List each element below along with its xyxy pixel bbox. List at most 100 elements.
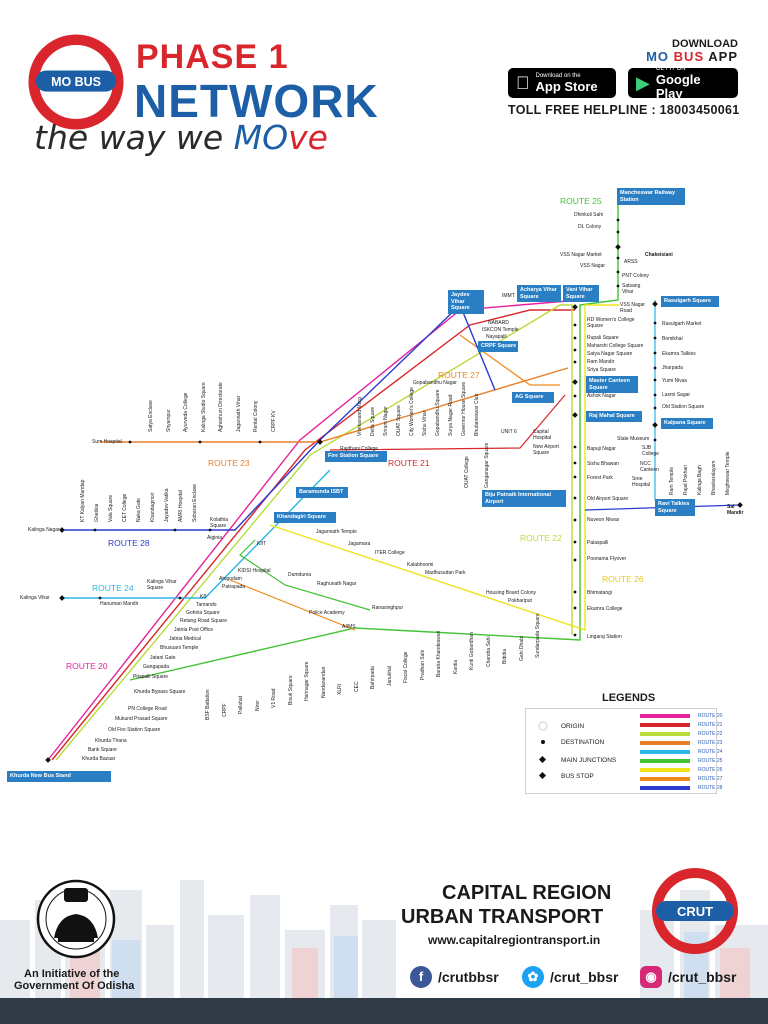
vertical-stop-label: OUAT College (464, 456, 470, 488)
vertical-stop-label: Gahi Dhabi (518, 636, 525, 662)
mo-bus-logo: MO BUS (28, 34, 124, 130)
stop-jharpada: Jharpada (662, 365, 683, 371)
initiative-line2: Government Of Odisha (14, 980, 135, 992)
tagline-ve: ve (288, 118, 328, 157)
stop-aiginia: Aiginia (207, 535, 223, 541)
stop-ashok: Ashok Nagar (587, 393, 616, 399)
legend-route-name: ROUTE 26 (698, 767, 723, 773)
route-21-branch (329, 394, 566, 451)
vertical-stop-label: Kantia (452, 659, 459, 674)
vertical-stop-label: XLRI (337, 684, 343, 696)
vertical-stop-label: Gopabandhu Square (435, 389, 441, 436)
legend-route-name: ROUTE 24 (698, 749, 723, 755)
legend-route-swatch (640, 759, 690, 763)
twitter-icon: ✿ (522, 966, 544, 988)
twitter-link[interactable]: ✿ /crut_bbsr (522, 966, 618, 988)
odisha-emblem (36, 879, 116, 959)
stop-aiims: AIIMS (342, 624, 356, 630)
biju-airport-box[interactable]: Biju Patnaik International Airport (482, 490, 566, 507)
instagram-link[interactable]: ◉ /crut_bbsr (640, 966, 736, 988)
stop-tamando: Tamando (196, 602, 217, 608)
stop-sum-hospital: Sum Hospital (92, 439, 122, 445)
stop-unit6: UNIT 6 (501, 429, 517, 435)
vertical-stop-label: Vivekanand Marg (357, 397, 363, 436)
vertical-stop-label: Pradhan Sahi (419, 649, 426, 680)
vertical-stop-label: Kalinga Studio Square (200, 382, 207, 432)
stop-new-airport: New Airport Square (533, 444, 559, 456)
stop-yumi: Yumi Nivas (662, 378, 688, 384)
vertical-stop-label: CRPF KV (270, 410, 277, 432)
fire-station-box[interactable]: Fire Station Square (325, 451, 387, 462)
stop-iter: ITER College (375, 550, 405, 556)
legend-route-swatch (640, 714, 690, 718)
play-icon: ▶ (636, 72, 650, 93)
stop-kiit: KIIT (257, 541, 267, 547)
stop-vss-market: VSS Nagar Market (560, 252, 602, 258)
crut-badge-text: CRUT (677, 904, 713, 919)
stop-jagannath-temple: Jagannath Temple (316, 529, 357, 535)
crut-title-line2: URBAN TRANSPORT (401, 906, 604, 928)
vertical-stop-label: KT Kalyan Mandap (80, 479, 86, 522)
route-23-label: ROUTE 23 (208, 458, 250, 468)
ravi-talkies-box[interactable]: Ravi Talkies Square (655, 499, 695, 516)
vertical-stop-label: Surya Nagar Road (448, 394, 454, 436)
stop-hanuman: Hanuman Mandir (100, 601, 139, 607)
vertical-stop-label: Chandra Sahi (485, 636, 492, 668)
app-name-app: APP (708, 49, 738, 64)
appstore-big: App Store (522, 78, 598, 94)
route-22-label: ROUTE 22 (520, 533, 562, 543)
vertical-stop-label: AMRI Hospital (178, 490, 184, 522)
logo-text: MO BUS (51, 75, 101, 89)
city-skyline (0, 880, 768, 998)
vertical-stop-label: Rental Colony (253, 400, 259, 432)
stop-rajdhani: Rajdhani College (340, 446, 379, 452)
jaydev-vihar-box[interactable]: Jaydev Vihar Square (448, 290, 484, 314)
khandagiri-box[interactable]: Khandagiri Square (274, 512, 336, 523)
raj-mahal-box[interactable]: Raj Mahal Square (586, 411, 642, 422)
crpf-box[interactable]: CRPF Square (478, 341, 518, 352)
legend-route-name: ROUTE 20 (698, 713, 723, 719)
stop-ekamra-college: Ekamra College (587, 606, 623, 612)
legend-route-name: ROUTE 25 (698, 758, 723, 764)
facebook-link[interactable]: f /crutbbsr (410, 966, 499, 988)
stop-sree-hospital: Sree Hospital (632, 476, 651, 488)
instagram-handle: /crut_bbsr (668, 969, 737, 985)
destination-symbol (541, 740, 545, 744)
vani-vihar-box[interactable]: Vani Vihar Square (563, 285, 599, 302)
stop-retang: Retang Road Square (180, 618, 227, 624)
vertical-stop-label: Khandagiriori (150, 492, 156, 522)
master-canteen-box[interactable]: Master Canteen Square (586, 376, 638, 393)
stop-ekamra-talkies: Ekamra Talkies (662, 351, 696, 357)
legend-route-swatch (640, 786, 690, 790)
stop-atugodam: Atugodam (219, 576, 242, 582)
stop-jatnia-po: Jatnia Post Office (174, 627, 214, 633)
stop-sriya: Sriya Square (587, 367, 616, 373)
acharya-vihar-box[interactable]: Acharya Vihar Square (517, 285, 561, 302)
route-22-line (55, 304, 573, 761)
googleplay-small: GET IT ON (655, 65, 686, 72)
stop-bomikhal: Bomikhal (662, 336, 683, 342)
vertical-stop-label: Aghoshum Directorate (218, 382, 224, 432)
stop-vss-nagar: VSS Nagar (580, 263, 606, 269)
legend-route-swatch (640, 768, 690, 772)
vertical-stop-label: Bididia (502, 649, 508, 665)
twitter-handle: /crut_bbsr (550, 969, 619, 985)
legend-route-name: ROUTE 27 (698, 776, 723, 782)
khurda-bus-stand-box[interactable]: Khurda New Bus Stand (7, 771, 111, 782)
route-26-label: ROUTE 26 (602, 574, 644, 584)
crut-website-link[interactable]: www.capitalregiontransport.in (428, 933, 601, 947)
stop-k8: K8 (200, 594, 207, 600)
baramunda-box[interactable]: Baramunda ISBT (296, 487, 348, 498)
rasulgarh-box[interactable]: Rasulgarh Square (661, 296, 719, 307)
stop-nabard: NABARD (488, 320, 509, 326)
stop-iskcon: ISKCON Temple (482, 327, 519, 333)
legend-junctions: MAIN JUNCTIONS (561, 757, 617, 764)
ag-square-box[interactable]: AG Square (512, 392, 554, 403)
app-name: MO BUS APP (646, 49, 738, 64)
apple-icon:  (516, 73, 530, 94)
vertical-stop-label: Kunti Gobardhan (469, 632, 475, 671)
mancheswar-station-box[interactable]: Mancheswar Railway Station (617, 188, 685, 205)
kalpana-box[interactable]: Kalpana Square (661, 418, 713, 429)
